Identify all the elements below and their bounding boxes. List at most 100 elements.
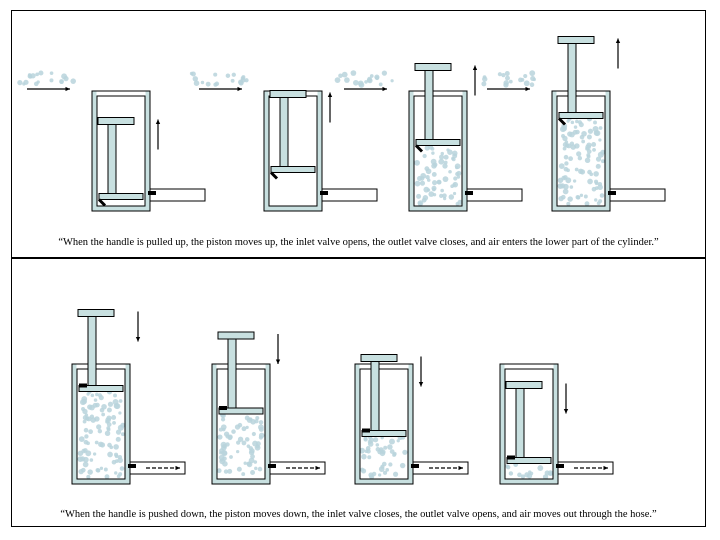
inlet-valve-closed xyxy=(79,383,87,388)
pump-handle xyxy=(557,36,595,44)
cylinder-wall-left xyxy=(72,364,77,484)
pump-handle xyxy=(414,63,452,71)
cylinder-wall-bottom xyxy=(72,479,130,484)
cylinder-inner xyxy=(216,368,266,480)
inlet-valve-closed xyxy=(219,406,227,410)
piston xyxy=(218,407,264,415)
motion-arrow-down-3 xyxy=(418,356,424,387)
cylinder-wall-bottom xyxy=(212,479,270,484)
piston-rod xyxy=(107,123,117,194)
piston xyxy=(361,430,407,437)
inlet-valve-open xyxy=(414,144,424,153)
flow-arrow-1 xyxy=(146,465,180,471)
inflow-arrow-4 xyxy=(487,86,530,92)
motion-arrow-down-2 xyxy=(275,334,281,364)
cylinder-wall-left xyxy=(355,364,360,484)
outlet-valve xyxy=(268,464,276,468)
cylinder-inner xyxy=(556,95,606,207)
cylinder-air-down-1 xyxy=(77,389,126,480)
cylinder-wall-bottom xyxy=(409,206,467,211)
cylinder-outline xyxy=(499,363,559,485)
cylinder-outline xyxy=(551,90,611,212)
piston-rod xyxy=(567,42,577,113)
cylinder-inner xyxy=(413,95,463,207)
outlet-valve xyxy=(411,464,419,468)
piston-rod xyxy=(370,360,380,431)
push-down-panel: “When the handle is pushed down, the pis… xyxy=(11,258,706,527)
incoming-air-1 xyxy=(17,70,76,87)
pull-up-caption: “When the handle is pulled up, the pisto… xyxy=(58,237,659,248)
cylinder-air-up-4 xyxy=(557,116,606,207)
cylinder-wall-right xyxy=(553,364,558,484)
cylinder-wall-bottom xyxy=(552,206,610,211)
piston-rod xyxy=(227,337,237,409)
piston xyxy=(98,193,144,200)
pump-handle xyxy=(77,309,115,317)
cylinder-wall-right xyxy=(145,91,150,211)
inlet-valve-open xyxy=(557,117,567,126)
cylinder-air-down-4 xyxy=(505,462,554,480)
cylinder-wall-bottom xyxy=(264,206,322,211)
incoming-air-4 xyxy=(481,70,536,88)
cylinder-wall-bottom xyxy=(500,479,558,484)
inlet-valve-open xyxy=(97,198,107,207)
motion-arrow-up-4 xyxy=(615,38,621,69)
outlet-valve xyxy=(148,191,156,195)
pump-handle xyxy=(269,90,307,98)
motion-arrow-down-1 xyxy=(135,311,141,342)
inlet-valve-open xyxy=(269,171,279,180)
outlet-valve xyxy=(128,464,136,468)
cylinder-outline xyxy=(211,363,271,485)
pump-up-1 xyxy=(91,90,206,212)
pull-up-diagram xyxy=(17,36,666,212)
inflow-arrow-1 xyxy=(27,86,70,92)
pull-up-panel: “When the handle is pulled up, the pisto… xyxy=(11,10,706,258)
motion-arrow-up-1 xyxy=(155,119,161,150)
piston xyxy=(78,385,124,392)
cylinder-inner xyxy=(96,95,146,207)
piston-rod xyxy=(515,387,525,458)
inlet-valve-closed xyxy=(362,428,370,433)
pump-handle xyxy=(217,331,255,340)
cylinder-air-up-3 xyxy=(414,144,463,207)
pump-down-1 xyxy=(71,309,186,485)
motion-arrow-up-2 xyxy=(327,92,333,123)
flow-arrow-4 xyxy=(574,465,608,471)
push-down-caption: “When the handle is pushed down, the pis… xyxy=(60,509,657,520)
cylinder-inner xyxy=(359,368,409,480)
incoming-air-2 xyxy=(189,71,249,87)
flow-arrow-2 xyxy=(286,465,320,471)
cylinder-wall-bottom xyxy=(92,206,150,211)
cylinder-wall-left xyxy=(264,91,269,211)
cylinder-inner xyxy=(76,368,126,480)
motion-arrow-up-3 xyxy=(472,65,478,96)
cylinder-outline xyxy=(91,90,151,212)
cylinder-wall-bottom xyxy=(355,479,413,484)
cylinder-air-down-3 xyxy=(359,434,408,480)
cylinder-inner xyxy=(504,368,554,480)
pump-up-4 xyxy=(551,36,666,212)
piston-rod xyxy=(424,69,434,140)
pump-down-2 xyxy=(211,331,326,485)
outlet-hose xyxy=(321,188,378,202)
outlet-valve xyxy=(608,191,616,195)
cylinder-wall-left xyxy=(552,91,557,211)
piston xyxy=(270,166,316,173)
cylinder-wall-left xyxy=(92,91,97,211)
cylinder-wall-left xyxy=(500,364,505,484)
pump-handle xyxy=(360,354,398,362)
cylinder-wall-left xyxy=(409,91,414,211)
cylinder-air-down-2 xyxy=(216,412,265,477)
piston xyxy=(558,112,604,119)
cylinder-wall-right xyxy=(265,364,270,484)
piston-rod xyxy=(279,96,289,167)
inlet-valve-closed xyxy=(507,455,515,460)
outlet-valve xyxy=(465,191,473,195)
inflow-arrow-3 xyxy=(344,86,387,92)
pump-up-3 xyxy=(408,63,523,212)
outlet-valve xyxy=(320,191,328,195)
pump-handle xyxy=(97,117,135,125)
outlet-hose xyxy=(609,188,666,202)
outlet-hose xyxy=(149,188,206,202)
outlet-valve xyxy=(556,464,564,468)
